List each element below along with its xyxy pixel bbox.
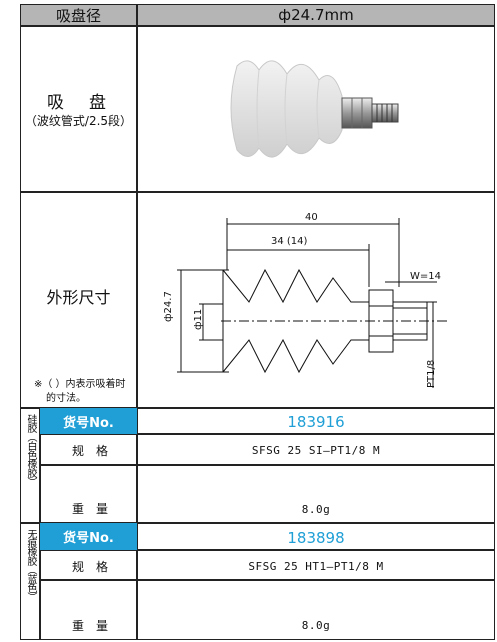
header-left-cell: 吸盘径 (20, 4, 137, 26)
header-left-label: 吸盘径 (55, 6, 101, 25)
variant1-spec-label-cell (40, 434, 137, 465)
drawing-cell (137, 192, 495, 408)
variant1-weight-value: 8.0g (301, 503, 331, 516)
variant2-spec-cell (137, 550, 495, 580)
header-right-cell: ф24.7mm (137, 4, 495, 26)
variant2-side-cell (20, 523, 40, 640)
dimensions-label-cell (20, 192, 137, 408)
variant2-weight-label: 重 量 (72, 619, 109, 633)
header-right-label: ф24.7mm (278, 6, 354, 24)
dim-diameter-label: ф24.7 (163, 291, 174, 322)
variant1-weight-label-cell (40, 465, 137, 523)
dim-width-label: W=14 (410, 271, 441, 282)
dim-inner-label: ф11 (193, 308, 204, 330)
variant1-side-cell (20, 408, 40, 523)
product-name: 吸 盘 (47, 93, 110, 113)
variant2-weight-label-cell (40, 580, 137, 640)
variant2-spec-value: SFSG 25 HT1—PT1/8 M (248, 560, 384, 573)
product-name-cell (20, 26, 137, 192)
dim-thread-label: PT1/8 (426, 359, 437, 388)
dimensions-title: 外形尺寸 (46, 288, 111, 307)
variant2-spec-label-cell (40, 550, 137, 580)
variant2-spec-label: 规 格 (72, 560, 109, 574)
dimensions-note-line2: 的寸法。 (46, 393, 86, 404)
product-photo-cell (137, 26, 495, 192)
variant2-part-cell (137, 523, 495, 550)
variant2-part-number: 183898 (287, 529, 345, 547)
variant1-spec-cell (137, 434, 495, 465)
dimension-drawing (177, 218, 447, 388)
variant1-part-label: 货号No. (40, 408, 137, 434)
variant2-weight-cell (137, 580, 495, 640)
variant2-side-label: 无痕橡胶（蓝色） (25, 529, 36, 601)
variant1-part-number: 183916 (287, 413, 345, 431)
product-subtitle: （波纹管式/2.5段） (24, 114, 133, 128)
dim-body-label: 34 (14) (271, 236, 308, 247)
dimensions-note-line1: ※（ ）内表示吸着时 (34, 379, 126, 390)
dim-total-label: 40 (305, 212, 318, 223)
variant1-spec-value: SFSG 25 SI—PT1/8 M (251, 444, 381, 457)
variant1-side-label: 硅胶（白色橡胶） (25, 414, 36, 486)
suction-cup-photo (230, 60, 399, 158)
variant1-part-cell (137, 408, 495, 434)
variant2-part-label: 货号No. (40, 523, 137, 550)
variant1-weight-cell (137, 465, 495, 523)
variant1-spec-label: 规 格 (72, 444, 109, 458)
variant2-weight-value: 8.0g (301, 619, 331, 632)
variant1-weight-label: 重 量 (72, 502, 109, 516)
